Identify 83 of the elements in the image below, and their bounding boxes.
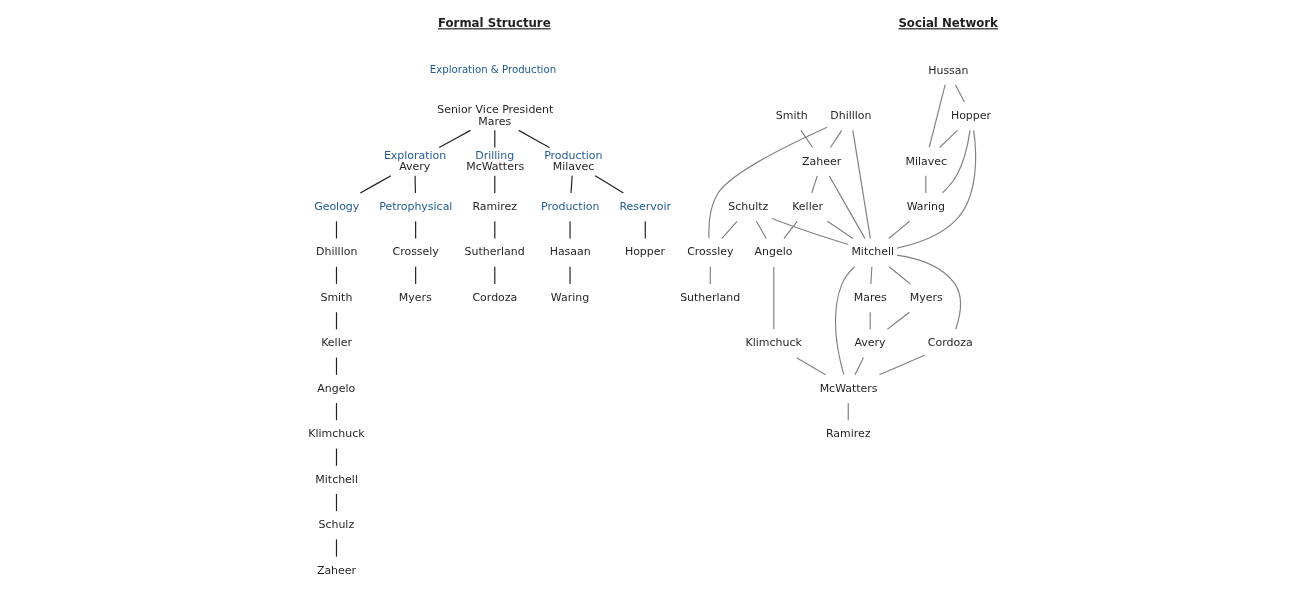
label: Exploration & Production [429,64,557,76]
connector [939,129,958,149]
connector [886,311,910,330]
node-text: Crossely [392,245,439,259]
node-text: Petrophysical [379,199,453,213]
connector [954,84,965,103]
connector [773,266,775,330]
connector [888,266,911,285]
node-text: Milavec [905,154,948,168]
node-text: Smith [775,109,808,123]
node-text: Drilling McWatters [466,148,525,174]
node-text: Exploration Avery [383,148,447,174]
connector [569,266,571,285]
node-text: Avery [854,336,886,350]
connector [494,129,496,149]
node-text: Klimchuck [745,336,802,350]
node-text: Dhilllon [316,245,358,259]
connector [570,175,573,194]
connector [826,220,854,240]
node-text: Waring [550,290,590,304]
connector [828,175,866,239]
node-text: Keller [792,199,823,213]
node-text: Waring [906,199,945,213]
node-text: Zaheer [802,154,842,168]
connector [942,129,971,194]
connector [800,129,814,149]
node-text: Cordoza [927,336,973,350]
node-text: Cordoza [472,290,518,304]
node-text: Keller [321,336,352,350]
connector [518,129,550,149]
connector [438,129,471,149]
node-text: Ramirez [472,199,518,213]
connector [896,129,977,249]
connector [888,220,911,240]
node-text: Geology [314,199,360,213]
node-text: Myers [398,290,432,304]
connector [795,357,827,376]
node-text: Hopper [624,245,666,259]
connector [414,175,416,194]
node-text: Myers [909,290,943,304]
connector [755,220,767,240]
connector [569,220,571,240]
node-text: Hussan [928,63,969,77]
node-text: Reservoir [619,199,672,213]
node-text: McWatters [819,381,878,395]
node-text: Sutherland [464,245,525,259]
connector [896,254,962,330]
connector [811,175,818,194]
node-text: Dhilllon [830,109,872,123]
label: Formal Structure [437,16,551,31]
connector [878,354,925,376]
connector [928,84,946,148]
connector [854,357,865,376]
node-text: Hopper [950,109,992,123]
connector [708,126,828,239]
node-text: Angelo [754,245,793,259]
node-text: Klimchuck [308,427,365,441]
node-text: Mares [853,290,887,304]
label: Social Network [898,16,998,31]
connector [771,217,849,246]
node-text: Mitchell [851,245,895,259]
node-text: Smith [320,290,353,304]
connector [335,538,338,558]
node-text: Production Milavec [544,148,603,174]
node-text: Zaheer [316,563,357,577]
connector [870,266,873,285]
node-text: Production [541,199,600,213]
node-text: Ramirez [825,427,871,441]
connector [834,266,856,376]
connector [852,129,871,239]
node-text: Angelo [317,381,356,395]
connector [594,175,624,194]
connector [829,129,843,149]
node-text: Crossley [687,245,734,259]
node-text: Schultz [728,199,769,213]
node-text: Schulz [318,518,355,532]
connector [359,175,392,194]
connector [721,220,738,240]
node-text: Mitchell [315,472,358,486]
node-text: Senior Vice President Mares [437,103,554,128]
node-text: Sutherland [680,290,741,304]
connector [783,220,798,240]
node-text: Hasaan [549,245,591,259]
